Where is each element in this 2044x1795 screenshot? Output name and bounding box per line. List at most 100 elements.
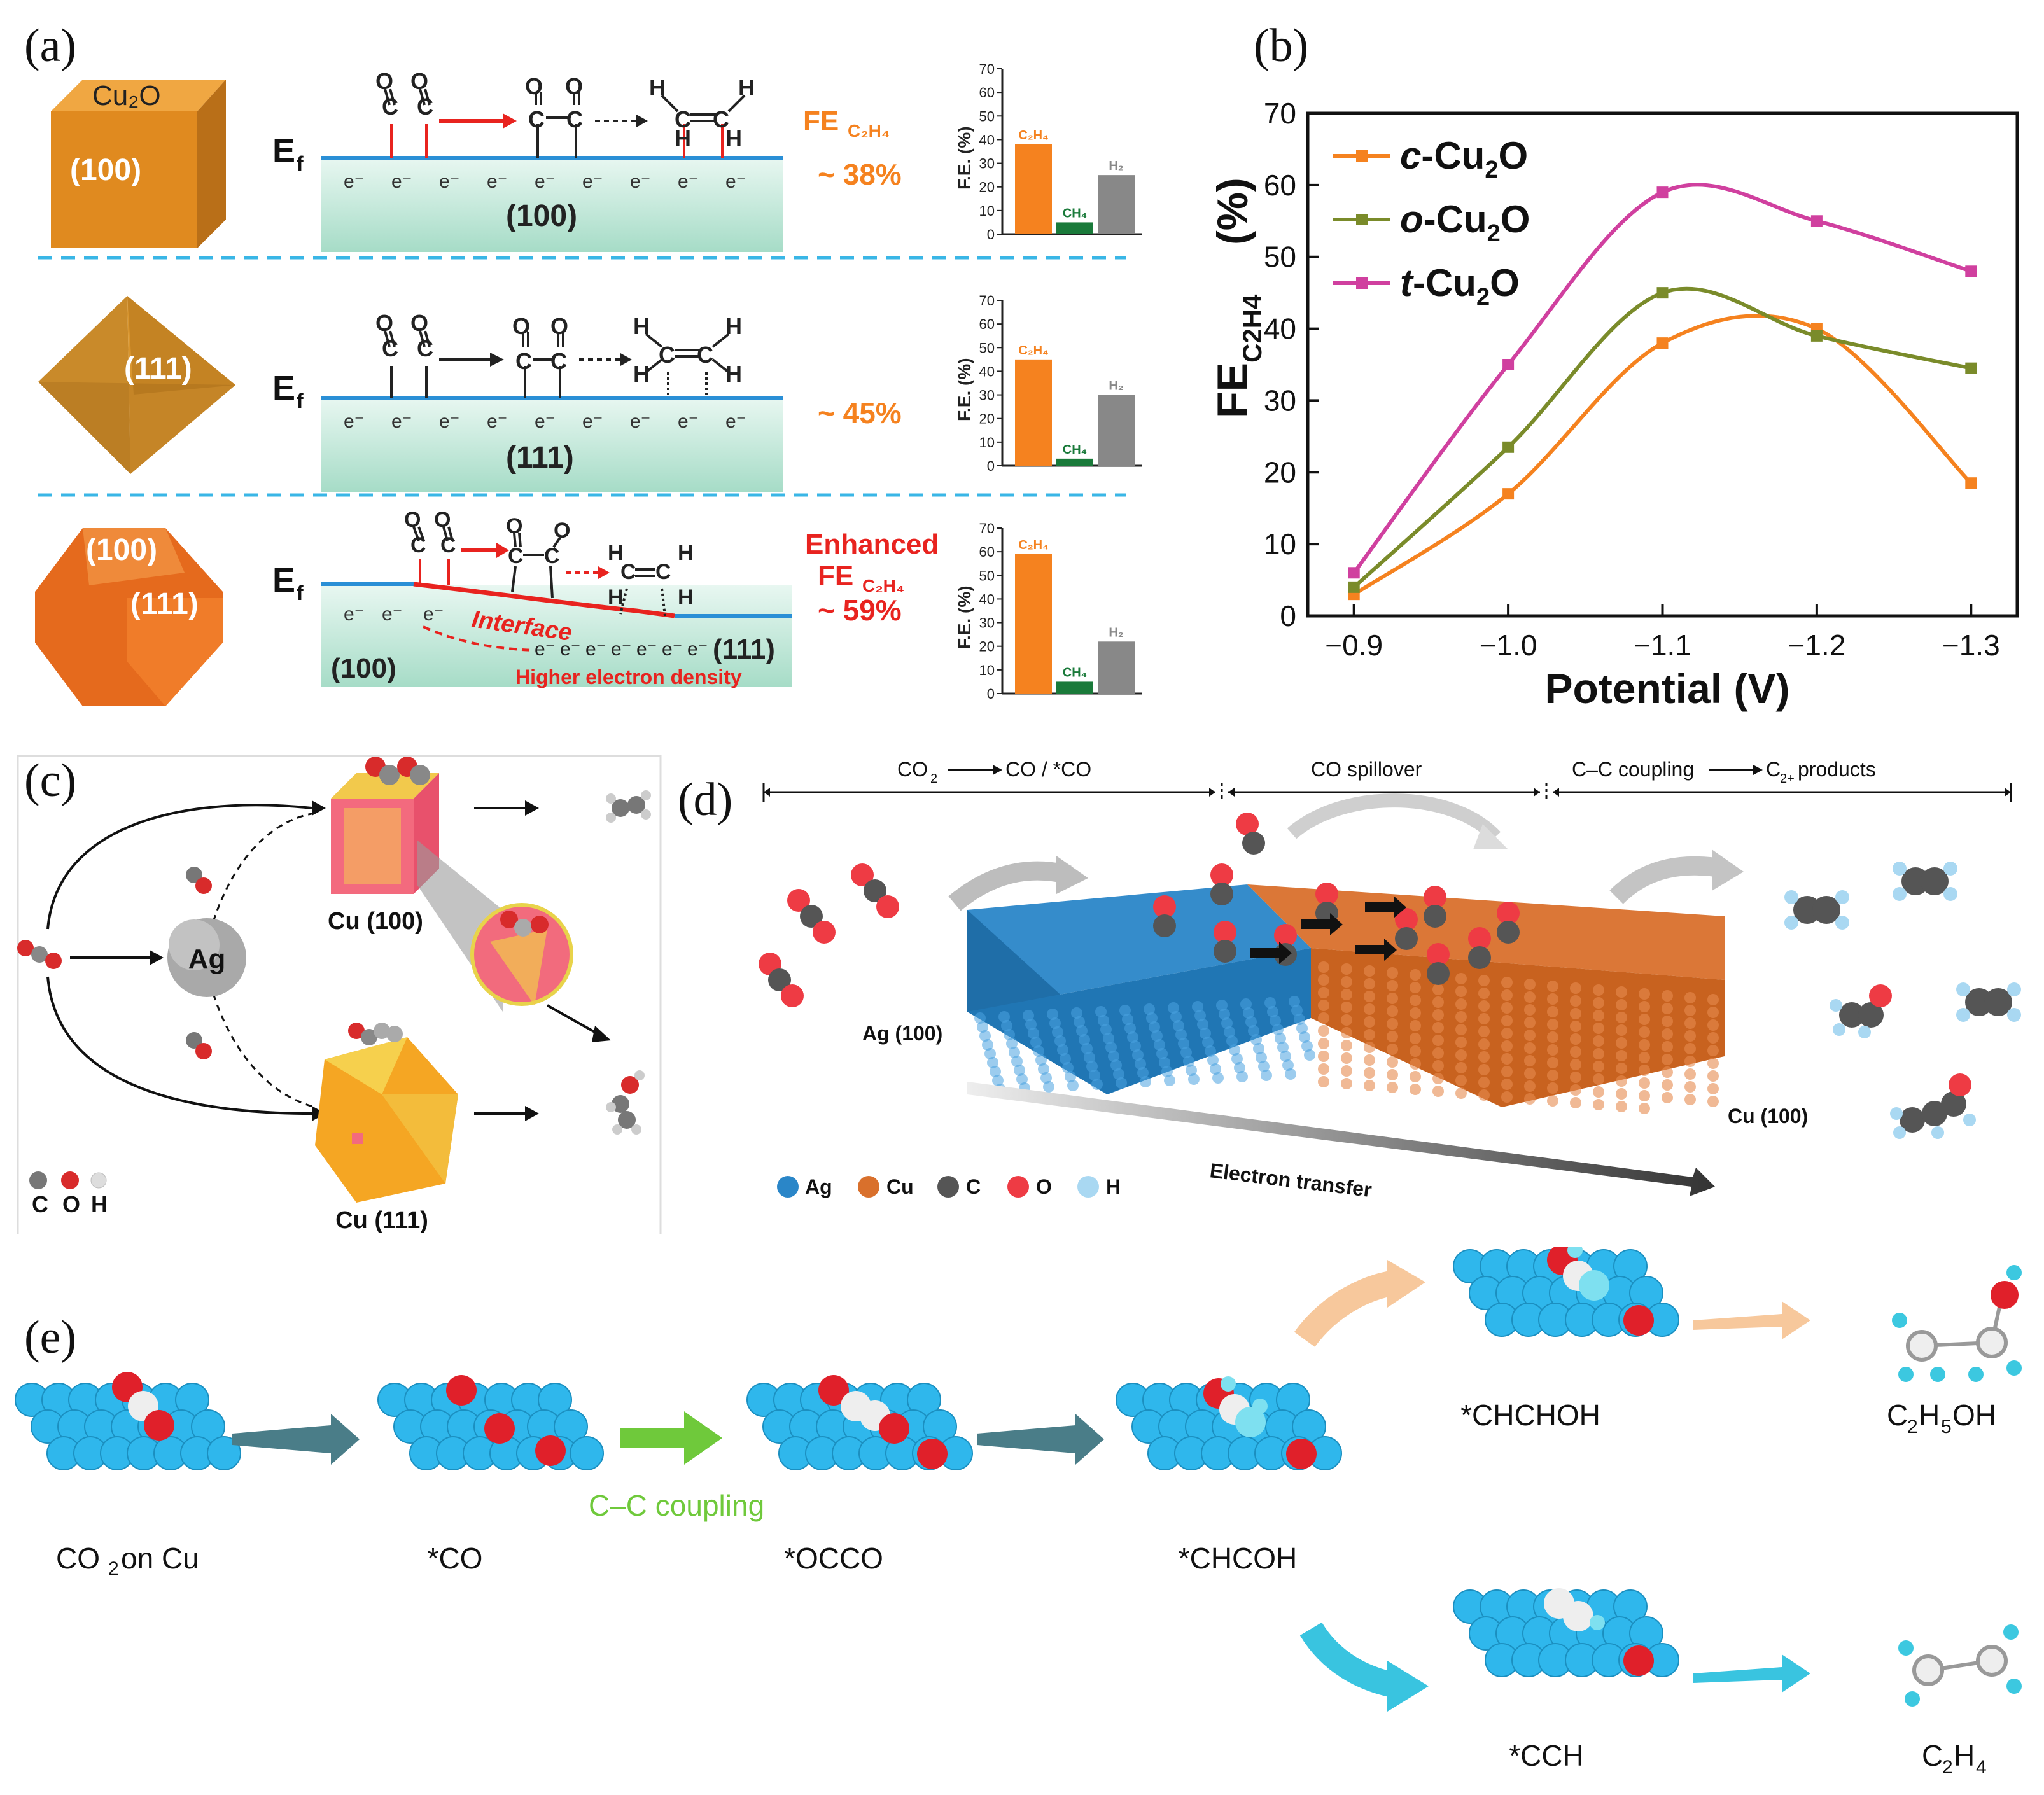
electron-symbol: e⁻ — [636, 639, 657, 660]
electron-symbol: e⁻ — [344, 411, 365, 432]
electron-transfer-label: Electron transfer — [1208, 1159, 1373, 1201]
svg-text:C: C — [544, 544, 560, 568]
svg-text:H: H — [675, 125, 691, 151]
svg-text:H: H — [678, 585, 694, 610]
svg-text:H: H — [725, 361, 742, 387]
bar-axis-label: F.E. (%) — [955, 585, 974, 649]
series-point-c — [1656, 337, 1669, 349]
svg-text:O: O — [62, 1191, 80, 1217]
cube-label: Cu₂O — [92, 80, 161, 111]
bar-axis-label: F.E. (%) — [955, 126, 974, 190]
svg-text:C2H4: C2H4 — [1237, 294, 1267, 363]
bar-axis-label: F.E. (%) — [955, 358, 974, 421]
x-tick-label: −1.2 — [1788, 629, 1845, 662]
electron-symbol: e⁻ — [391, 411, 412, 432]
electron-symbol: e⁻ — [630, 411, 651, 432]
legend-entry-c: c-Cu2O — [1400, 134, 1528, 183]
y-tick-label: 20 — [1264, 456, 1296, 489]
electron-symbol: e⁻ — [439, 171, 460, 192]
arrow-to-ethylene — [1693, 1654, 1810, 1693]
bar-label-CH4: CH₄ — [1063, 206, 1087, 220]
arrow-to-ethanol — [1693, 1301, 1810, 1339]
bar-C2H4 — [1015, 359, 1052, 466]
bar-tick-label: 10 — [979, 662, 995, 678]
svg-text:C: C — [1766, 758, 1781, 781]
svg-text:4: 4 — [1976, 1757, 1987, 1778]
ethanol-molecule-e — [1892, 1265, 2022, 1382]
electrons-row3: e⁻e⁻e⁻e⁻e⁻e⁻e⁻e⁻e⁻e⁻ — [344, 604, 708, 660]
co-molecules-d — [759, 813, 1520, 1007]
svg-text:H: H — [738, 74, 755, 101]
svg-text:C: C — [675, 106, 691, 132]
bar-C2H4 — [1015, 144, 1052, 234]
svg-text:2+: 2+ — [1780, 772, 1795, 786]
svg-text:(%): (%) — [1209, 178, 1257, 245]
svg-text:C: C — [620, 560, 636, 584]
label-ethanol: C 2 H 5 OH — [1887, 1399, 1996, 1437]
electron-symbol: e⁻ — [535, 411, 556, 432]
svg-text:2: 2 — [1907, 1416, 1918, 1437]
cu111-octahedron — [315, 1037, 458, 1203]
svg-text:FE: FE — [1209, 363, 1257, 418]
electron-transfer-arrow — [967, 1082, 1715, 1196]
svg-text:C: C — [550, 348, 567, 374]
bar-tick-label: 10 — [979, 203, 995, 219]
series-point-o — [1810, 330, 1823, 342]
panel-c: Ag Cu (100) Cu (111) C — [17, 755, 662, 1234]
electron-symbol: e⁻ — [582, 171, 603, 192]
cu100-label-d: Cu (100) — [1728, 1105, 1808, 1128]
bar-tick-label: 70 — [979, 293, 995, 309]
electron-symbol: e⁻ — [382, 604, 403, 625]
svg-text:C: C — [655, 560, 671, 584]
label-occo: *OCCO — [784, 1542, 883, 1575]
header-coupling: C–C coupling — [1572, 758, 1694, 781]
svg-text:H: H — [1919, 1399, 1940, 1432]
svg-text:f: f — [297, 582, 304, 604]
svg-text:2: 2 — [108, 1558, 119, 1579]
bar-C2H4 — [1015, 554, 1052, 694]
bar-tick-label: 50 — [979, 568, 995, 583]
svg-text:H: H — [633, 313, 650, 339]
x-tick-label: −1.3 — [1942, 629, 2000, 662]
bar-CH4 — [1056, 681, 1093, 694]
y-tick-label: 0 — [1280, 599, 1296, 632]
bar-tick-label: 30 — [979, 615, 995, 631]
trunc-face-100: (100) — [86, 533, 157, 567]
slab-chcoh — [1116, 1376, 1342, 1470]
svg-text:C: C — [713, 106, 729, 132]
higher-density-label: Higher electron density — [515, 666, 742, 688]
svg-text:H: H — [678, 541, 694, 565]
panel-e: C–C coupling CO 2 on Cu *CO *OCCO *CHCOH… — [15, 1247, 2022, 1778]
y-tick-label: 40 — [1264, 312, 1296, 346]
electron-symbol: e⁻ — [487, 171, 508, 192]
bar-CH4 — [1056, 458, 1093, 466]
svg-text:on Cu: on Cu — [121, 1542, 199, 1575]
svg-text:H: H — [649, 74, 666, 101]
fe-label-row1: FE C₂H₄ — [803, 106, 890, 141]
svg-text:FE: FE — [803, 106, 839, 137]
surface-label-100: (100) — [506, 199, 577, 233]
atom-legend-c: C O H — [29, 1171, 108, 1217]
electron-symbol: e⁻ — [630, 171, 651, 192]
x-tick-label: −1.0 — [1480, 629, 1537, 662]
svg-text:O: O — [434, 508, 451, 532]
bar-tick-label: 20 — [979, 411, 995, 427]
bar-label-C2H4: C₂H₄ — [1018, 129, 1048, 143]
svg-text:C: C — [1922, 1739, 1943, 1772]
series-point-t — [1502, 359, 1515, 370]
fe-label-row3: FE C₂H₄ — [818, 561, 904, 596]
svg-text:C: C — [966, 1175, 981, 1198]
series-point-t — [1656, 186, 1669, 199]
arrow-to-cch — [1299, 1622, 1403, 1699]
svg-text:f: f — [297, 389, 304, 412]
svg-text:C: C — [32, 1191, 48, 1217]
molecules-row2 — [384, 330, 730, 398]
